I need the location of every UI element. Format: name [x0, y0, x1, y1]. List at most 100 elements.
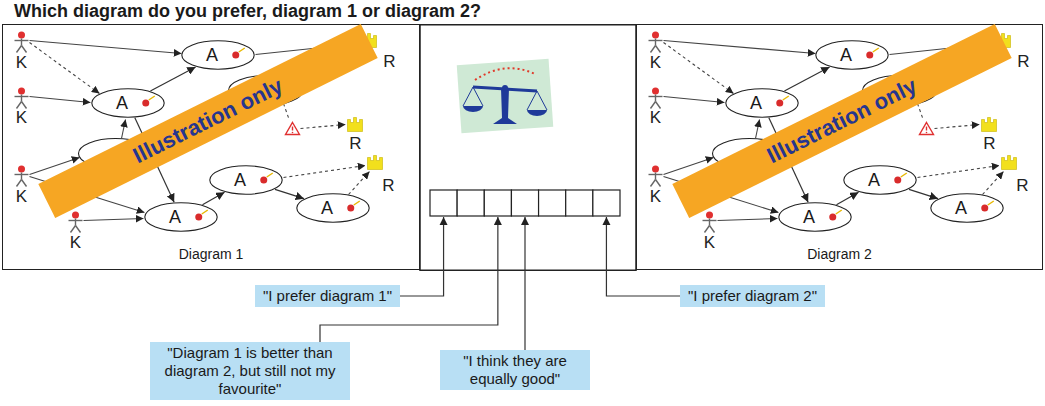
answer-callout: "I think they are equally good"	[440, 350, 590, 390]
label-slot: R	[1017, 53, 1029, 71]
status-dot	[232, 52, 239, 59]
status-tick	[239, 48, 245, 52]
activity-ellipse: A	[778, 202, 852, 232]
label-slot: K	[650, 188, 661, 206]
leader-line	[524, 217, 525, 350]
label-slot: K	[704, 234, 715, 252]
rating-scale	[430, 190, 620, 216]
ellipse-shape	[931, 194, 1003, 222]
activity-label: A	[169, 207, 193, 227]
icon-ground	[457, 59, 554, 133]
scale-pan	[463, 106, 483, 112]
status-tick	[901, 173, 907, 177]
activity-ellipse: A	[815, 40, 889, 70]
ellipse-shape	[182, 41, 254, 69]
ellipse-shape	[210, 166, 282, 194]
answer-callout: "I prefer diagram 1"	[255, 285, 400, 307]
status-tick	[783, 96, 789, 100]
rating-cell	[457, 190, 484, 216]
activity-ellipse: A	[843, 165, 917, 195]
rating-cell	[430, 190, 457, 216]
rating-cell	[566, 190, 593, 216]
callout-text: "Diagram 1 is better than diagram 2, but…	[165, 344, 336, 397]
resource-label: R	[382, 176, 394, 195]
answer-callout: "I prefer diagram 2"	[680, 285, 825, 307]
ellipse-shape	[92, 89, 164, 117]
label-slot: R	[383, 53, 395, 71]
watermark-text: Illustration only	[129, 73, 287, 169]
answer-callout: "Diagram 1 is better than diagram 2, but…	[150, 342, 350, 400]
ellipse-shape	[297, 194, 369, 222]
actor-label: K	[70, 233, 81, 252]
flow-arrow	[909, 189, 938, 198]
label-slot: K	[70, 234, 81, 252]
status-tick	[202, 210, 208, 214]
label-slot: K	[650, 109, 661, 127]
activity-label: A	[116, 93, 140, 113]
activity-label: A	[803, 207, 827, 227]
status-tick	[267, 173, 273, 177]
status-tick	[988, 201, 994, 205]
ellipse-shape	[779, 203, 851, 231]
status-dot	[142, 100, 149, 107]
actor-label: K	[704, 233, 715, 252]
actor-label: K	[16, 53, 27, 72]
label-slot: K	[16, 188, 27, 206]
ellipse-shape	[816, 41, 888, 69]
status-dot	[776, 100, 783, 107]
activity-label: A	[206, 45, 230, 65]
middle-panel	[420, 25, 636, 271]
callout-text: "I think they are equally good"	[463, 352, 567, 387]
flow-arrow	[202, 192, 224, 205]
actor-label: K	[650, 53, 661, 72]
resource-label: R	[1017, 52, 1029, 71]
status-dot	[260, 177, 267, 184]
activity-ellipse: A	[725, 88, 799, 118]
activity-ellipse: A	[144, 202, 218, 232]
leader-lines	[320, 217, 680, 350]
flow-arrow	[275, 189, 304, 198]
page-title: Which diagram do you prefer, diagram 1 o…	[14, 1, 481, 22]
balance-icon	[457, 59, 554, 133]
actor-label: K	[650, 187, 661, 206]
activity-label: A	[321, 198, 345, 218]
status-dot	[866, 52, 873, 59]
rating-cell	[593, 190, 620, 216]
activity-label: A	[955, 198, 979, 218]
label-slot: R	[349, 135, 361, 153]
swing-arc	[475, 68, 535, 80]
activity-label: A	[234, 170, 258, 190]
resource-label: R	[983, 134, 995, 153]
leader-line	[400, 217, 444, 296]
activity-label: A	[868, 170, 892, 190]
panel-caption: Diagram 2	[807, 246, 872, 263]
ellipse-shape	[844, 166, 916, 194]
resource-label: R	[383, 52, 395, 71]
rating-cell	[539, 190, 566, 216]
flow-arrow	[150, 67, 195, 91]
flow-arrow	[836, 192, 858, 205]
ellipse-shape	[726, 89, 798, 117]
flow-arrow	[784, 67, 829, 91]
activity-ellipse: A	[91, 88, 165, 118]
status-tick	[149, 96, 155, 100]
resource-label: R	[349, 134, 361, 153]
status-dot	[829, 214, 836, 221]
callout-text: "I prefer diagram 2"	[688, 287, 817, 304]
scale-pan	[527, 110, 547, 116]
status-dot	[347, 205, 354, 212]
activity-ellipse: A	[209, 165, 283, 195]
actor-label: K	[650, 108, 661, 127]
scale-stand	[493, 88, 517, 124]
actor-label: K	[16, 187, 27, 206]
status-dot	[894, 177, 901, 184]
activity-label: A	[750, 93, 774, 113]
activity-label: A	[840, 45, 864, 65]
status-tick	[836, 210, 842, 214]
status-dot	[195, 214, 202, 221]
status-tick	[354, 201, 360, 205]
label-slot: K	[650, 54, 661, 72]
label-slot: R	[1016, 177, 1028, 195]
rating-cell	[511, 190, 538, 216]
